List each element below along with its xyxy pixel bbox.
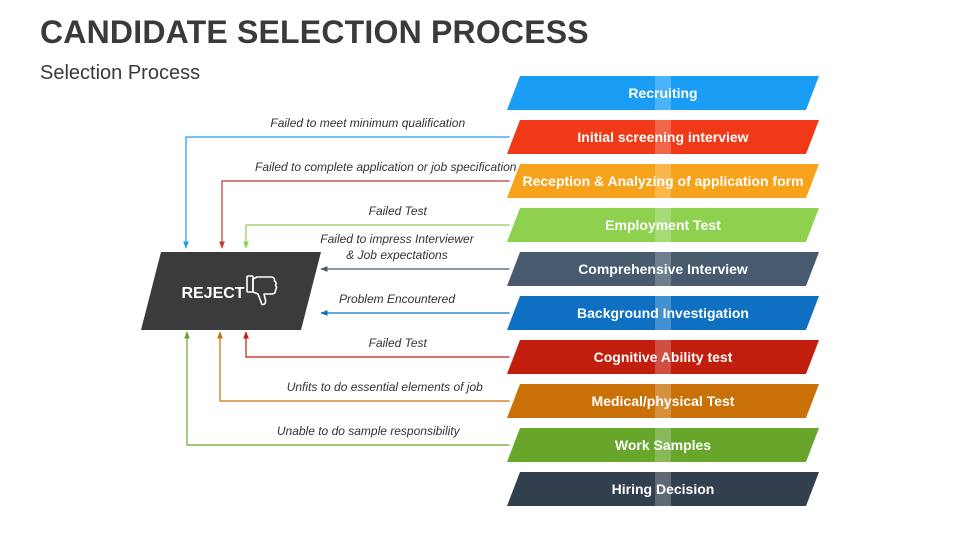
rejection-arrow: [243, 331, 510, 358]
stage-bar: [507, 120, 819, 154]
rejection-reason: Failed to meet minimum qualification: [270, 116, 465, 130]
stage-3: Reception & Analyzing of application for…: [507, 164, 819, 198]
stage-bar: [507, 164, 819, 198]
stage-4: Employment Test: [507, 208, 819, 242]
stage-10: Hiring Decision: [507, 472, 819, 506]
rejection-arrow: [243, 224, 510, 249]
stage-label: Recruiting: [628, 85, 697, 101]
stage-bar: [507, 428, 819, 462]
stage-label: Initial screening interview: [577, 129, 748, 145]
stage-label: Work Samples: [615, 437, 711, 453]
stage-9: Work Samples: [507, 428, 819, 462]
rejection-reason: Failed to complete application or job sp…: [255, 160, 517, 174]
rejection-reason: Failed to impress Interviewer& Job expec…: [320, 232, 474, 262]
rejection-reason: Unable to do sample responsibility: [277, 424, 461, 438]
rejection-reasons: Failed to meet minimum qualificationFail…: [255, 116, 517, 438]
stage-bar: [507, 472, 819, 506]
stage-bar: [507, 208, 819, 242]
stage-label: Comprehensive Interview: [578, 261, 748, 277]
rejection-arrow: [184, 331, 510, 446]
center-highlight-band: [655, 76, 671, 508]
reject-label: REJECT: [181, 285, 244, 302]
stage-6: Background Investigation: [507, 296, 819, 330]
rejection-reason: Unfits to do essential elements of job: [287, 380, 483, 394]
stage-bar: [507, 76, 819, 110]
stage-bar: [507, 296, 819, 330]
rejection-arrow: [217, 331, 510, 402]
rejection-reason: Problem Encountered: [339, 292, 455, 306]
stage-label: Employment Test: [605, 217, 721, 233]
stage-1: Recruiting: [507, 76, 819, 110]
stage-5: Comprehensive Interview: [507, 252, 819, 286]
stage-7: Cognitive Ability test: [507, 340, 819, 374]
page-title: CANDIDATE SELECTION PROCESS: [40, 14, 589, 50]
page-subtitle: Selection Process: [40, 62, 201, 84]
rejection-arrow: [219, 180, 510, 249]
thumbs-down-icon: [246, 275, 278, 306]
stage-label: Hiring Decision: [612, 481, 715, 497]
stage-label: Background Investigation: [577, 305, 749, 321]
stage-label: Reception & Analyzing of application for…: [522, 173, 803, 189]
stage-bar: [507, 252, 819, 286]
reject-box: REJECT: [141, 252, 321, 330]
stage-2: Initial screening interview: [507, 120, 819, 154]
rejection-connectors: [183, 136, 510, 446]
stage-label: Cognitive Ability test: [594, 349, 733, 365]
rejection-reason: Failed Test: [369, 204, 428, 218]
rejection-reason: Failed Test: [369, 336, 428, 350]
rejection-arrow: [183, 136, 510, 249]
stage-label: Medical/physical Test: [592, 393, 735, 409]
stage-bar: [507, 340, 819, 374]
stage-8: Medical/physical Test: [507, 384, 819, 418]
stage-bar: [507, 384, 819, 418]
